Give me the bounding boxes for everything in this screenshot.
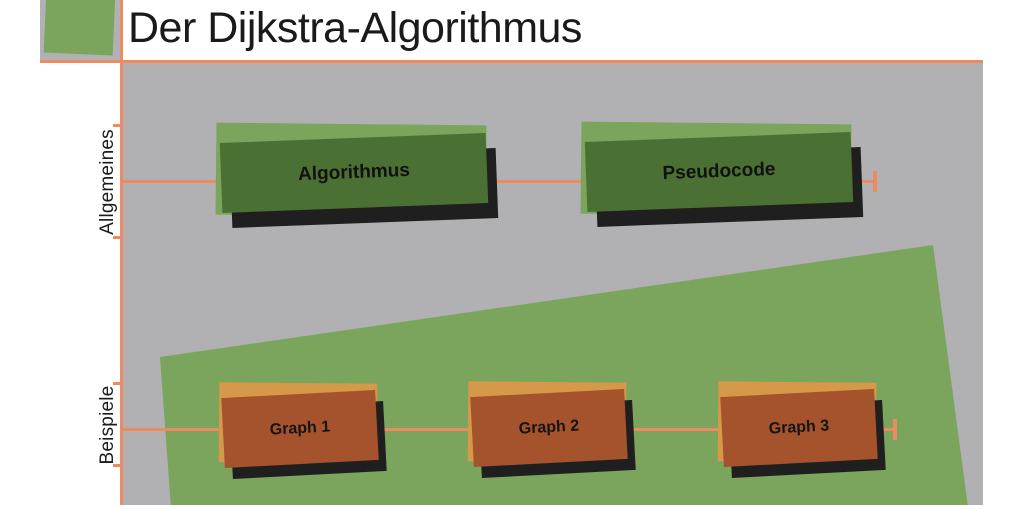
left-border-line xyxy=(120,0,123,505)
node-graph-1: Graph 1 xyxy=(216,378,387,479)
axis-tick xyxy=(113,464,122,467)
graph-2-button[interactable]: Graph 2 xyxy=(470,389,628,467)
corner-green-square xyxy=(43,0,116,56)
axis-tick xyxy=(113,382,122,385)
node-graph-3: Graph 3 xyxy=(715,377,886,478)
axis-tick xyxy=(113,236,122,239)
graph-1-button[interactable]: Graph 1 xyxy=(221,390,379,468)
section-label-allgemeines: Allgemeines xyxy=(97,129,118,235)
page-title: Der Dijkstra-Algorithmus xyxy=(128,4,582,52)
section-label-beispiele: Beispiele xyxy=(97,385,118,465)
connector-line-allgemeines xyxy=(123,180,876,183)
node-graph-2: Graph 2 xyxy=(465,377,636,478)
algorithmus-button[interactable]: Algorithmus xyxy=(219,133,489,213)
graph-3-button[interactable]: Graph 3 xyxy=(720,389,878,467)
pseudocode-button[interactable]: Pseudocode xyxy=(584,132,854,212)
top-border-line xyxy=(40,60,983,63)
connector-endcap-allgemeines xyxy=(873,171,877,192)
axis-tick xyxy=(113,124,122,127)
node-pseudocode: Pseudocode xyxy=(580,119,864,227)
node-algorithmus: Algorithmus xyxy=(215,120,499,228)
connector-endcap-beispiele xyxy=(893,419,897,440)
